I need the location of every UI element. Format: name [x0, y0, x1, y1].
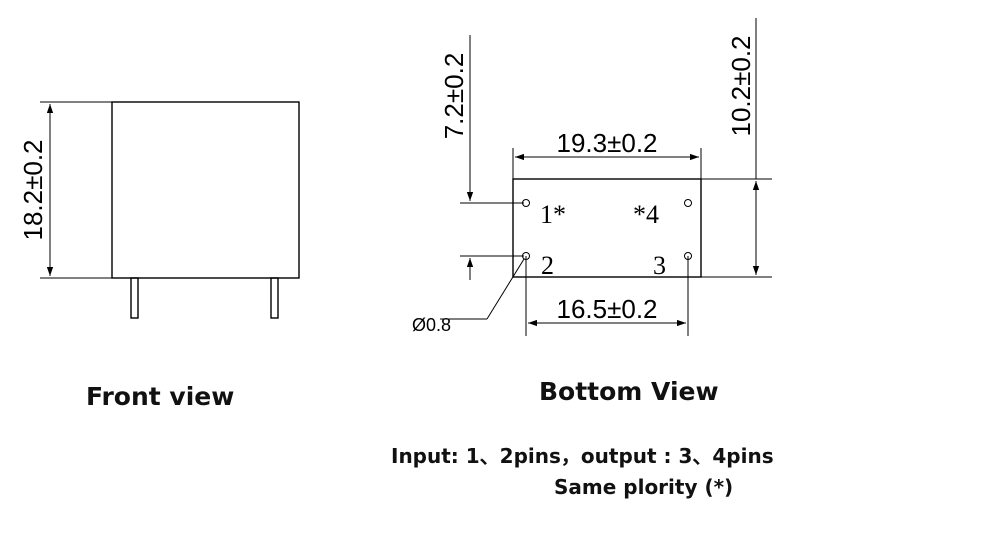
front-view: 18.2±0.2	[18, 101, 300, 319]
pin-diameter-text: Ø0.8	[412, 315, 451, 335]
bottom-width-dimension-text: 19.3±0.2	[556, 128, 657, 158]
diameter-leader	[486, 258, 525, 320]
pin-label-1: 1*	[540, 200, 566, 229]
pin-row-dimension-text: 7.2±0.2	[439, 53, 469, 140]
pin-span-dimension-text: 16.5±0.2	[556, 294, 657, 324]
pin-hole-4	[684, 199, 692, 207]
front-view-caption: Front view	[86, 382, 235, 411]
pin-label-2: 2	[541, 251, 554, 280]
front-body-outline	[111, 101, 300, 279]
polarity-note: Same plority (*)	[554, 475, 734, 499]
pin-label-3: 3	[653, 251, 666, 280]
pin-hole-2	[522, 252, 530, 260]
bottom-view: 19.3±0.2 16.5±0.2 7.2±0.2 10.2±0.2 1* *4…	[412, 18, 772, 336]
front-height-dimension-text: 18.2±0.2	[18, 139, 48, 240]
bottom-body-outline	[512, 178, 702, 278]
pin-hole-3	[684, 252, 692, 260]
pin-hole-1	[522, 199, 530, 207]
bottom-view-caption: Bottom View	[539, 377, 719, 406]
depth-dimension-text: 10.2±0.2	[726, 35, 756, 136]
front-pin-right	[270, 277, 279, 319]
front-pin-left	[130, 277, 139, 319]
pin-function-note: Input: 1、2pins，output : 3、4pins	[391, 444, 774, 468]
pin-label-4: *4	[633, 200, 659, 229]
